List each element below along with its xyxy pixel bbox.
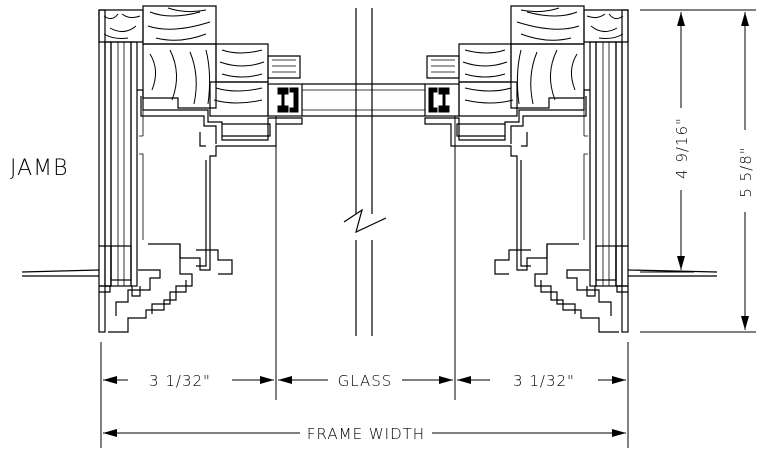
dim-glass: GLASS xyxy=(278,372,453,390)
dim-right-frame-label: 3 1/32" xyxy=(513,372,575,390)
dim-height-outer: 5 5/8" xyxy=(737,12,755,330)
break-symbol xyxy=(343,208,387,234)
right-frame-assembly xyxy=(424,5,718,333)
dim-right-frame: 3 1/32" xyxy=(457,372,626,390)
dim-frame-width: FRAME WIDTH xyxy=(103,425,626,443)
dim-glass-label: GLASS xyxy=(338,372,393,390)
left-frame-assembly xyxy=(21,5,303,333)
glass-pane xyxy=(302,8,425,336)
dim-height-inner-label: 4 9/16" xyxy=(673,117,691,179)
jamb-label: JAMB xyxy=(10,156,69,181)
reference-lines xyxy=(100,9,756,448)
dim-left-frame: 3 1/32" xyxy=(103,372,274,390)
dim-frame-width-label: FRAME WIDTH xyxy=(307,425,425,443)
dim-height-inner: 4 9/16" xyxy=(673,12,691,270)
dim-height-outer-label: 5 5/8" xyxy=(737,146,755,197)
dim-left-frame-label: 3 1/32" xyxy=(149,372,211,390)
